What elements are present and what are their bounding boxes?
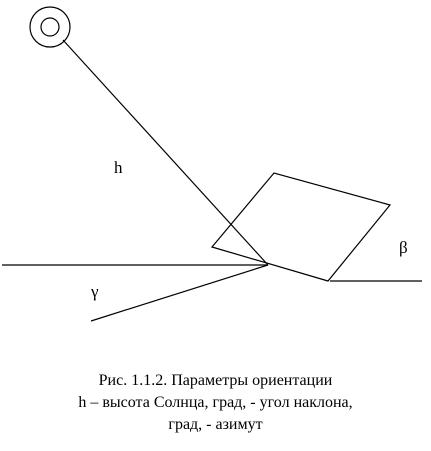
sun-outer-circle	[29, 6, 71, 48]
sun-inner-circle	[40, 17, 60, 37]
inclined-panel	[210, 172, 392, 282]
sun-ray-line	[62, 39, 269, 266]
caption-line-3: град, - азимут	[168, 416, 263, 433]
figure-caption: Рис. 1.1.2. Параметры ориентации h – выс…	[0, 370, 431, 436]
label-gamma: γ	[91, 282, 99, 301]
caption-title: Рис. 1.1.2. Параметры ориентации	[98, 372, 333, 389]
caption-line-2: h – высота Солнца, град, - угол наклона,	[78, 394, 353, 411]
label-h: h	[114, 158, 123, 177]
label-beta: β	[399, 238, 408, 257]
azimuth-line	[90, 264, 269, 322]
